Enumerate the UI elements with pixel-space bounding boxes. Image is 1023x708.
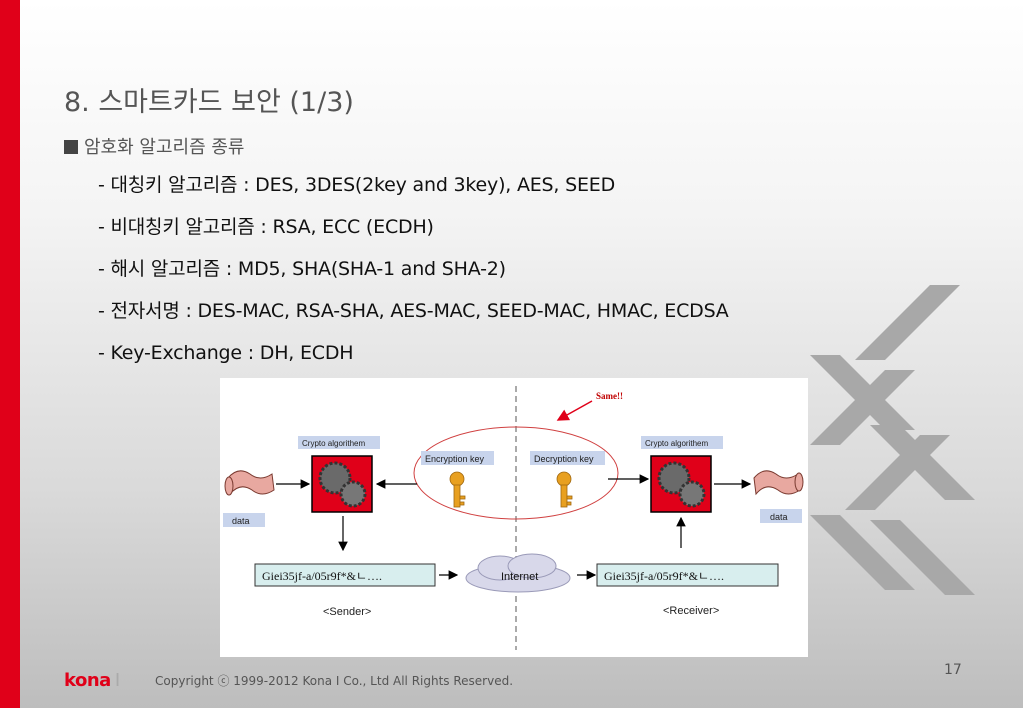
list-item: - 비대칭키 알고리즘 : RSA, ECC (ECDH) [98,216,434,238]
crypto-label-left [298,436,380,449]
crypto-label-left-text: Crypto algorithem [302,439,365,448]
same-label: Same!! [596,391,623,401]
list-item: - 전자서명 : DES-MAC, RSA-SHA, AES-MAC, SEED… [98,300,729,322]
list-item: - 대칭키 알고리즘 : DES, 3DES(2key and 3key), A… [98,174,616,196]
dec-key-label [530,451,605,465]
crypto-gear-right-icon [650,455,712,513]
encryption-key-icon [449,471,466,508]
encryption-diagram: Same!! Crypto algorithem Crypto algorith… [220,378,808,657]
data-label-left [223,513,265,527]
decryption-key-icon [556,471,573,508]
list-item: - Key-Exchange : DH, ECDH [98,342,354,364]
sender-label: <Sender> [323,606,371,618]
ciphertext-right-text: Giei35jf-a/05r9f*&ㄴ…. [604,569,724,583]
left-accent-bar [0,0,20,708]
data-label-left-text: data [232,516,250,526]
crypto-label-right [641,436,723,449]
algorithm-list: - 대칭키 알고리즘 : DES, 3DES(2key and 3key), A… [98,170,729,380]
internet-label: Internet [501,571,538,583]
receiver-label: <Receiver> [663,605,719,617]
page-number: 17 [944,662,962,678]
key-ellipse [413,426,619,520]
ciphertext-box-left [254,563,436,587]
plaintext-scroll-right-icon [753,470,804,496]
crypto-label-right-text: Crypto algorithem [645,439,708,448]
section-heading: 암호화 알고리즘 종류 [64,133,244,159]
logo-separator: I [114,670,120,691]
dec-key-label-text: Decryption key [534,454,594,464]
enc-key-label-text: Encryption key [425,454,485,464]
enc-key-label [421,451,494,465]
ciphertext-left-text: Giei35jf-a/05r9f*&ㄴ…. [262,569,382,583]
logo-wordmark: kona [64,670,111,691]
section-heading-text: 암호화 알고리즘 종류 [84,137,245,158]
data-label-right-text: data [770,512,788,522]
list-item: - 해시 알고리즘 : MD5, SHA(SHA-1 and SHA-2) [98,258,506,280]
copyright-text: Copyright ⓒ 1999-2012 Kona I Co., Ltd Al… [155,674,514,688]
square-bullet-icon [64,140,78,154]
slide-title: 8. 스마트카드 보안 (1/3) [64,87,354,118]
plaintext-scroll-left-icon [224,470,275,496]
internet-cloud-icon [465,553,571,593]
ciphertext-box-right [596,563,779,587]
decorative-chevrons [810,285,975,595]
data-label-right [760,509,802,523]
crypto-gear-left-icon [311,455,373,513]
same-arrow [556,400,593,421]
